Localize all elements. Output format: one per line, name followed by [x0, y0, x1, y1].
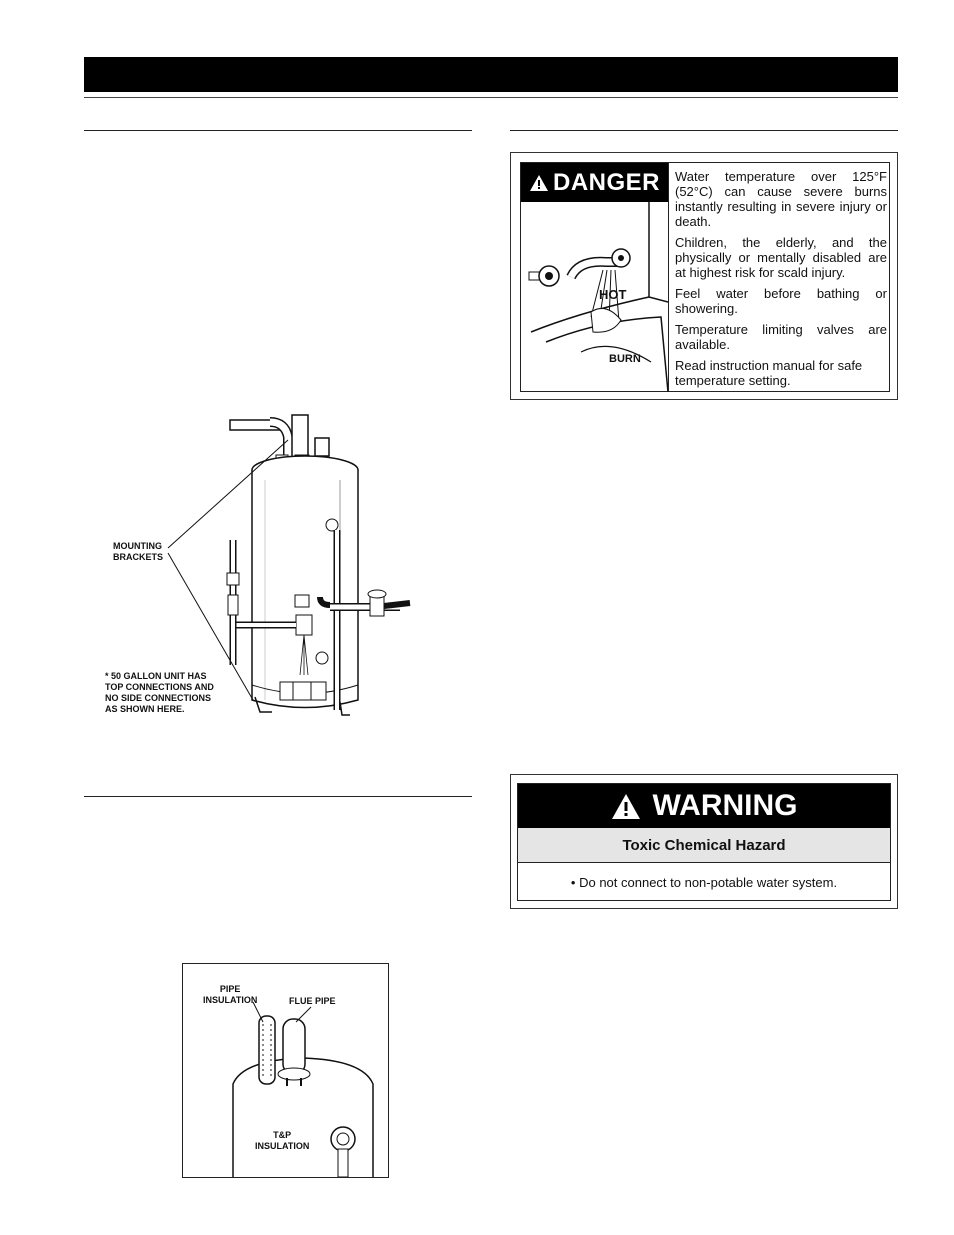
- danger-paragraph-1: Water temperature over 125°F (52°C) can …: [675, 169, 887, 229]
- water-heater-figure: [167, 414, 411, 716]
- insulation-figure: PIPE INSULATION FLUE PIPE T&P INSULATION: [182, 963, 389, 1178]
- warning-label-inner: WARNING Toxic Chemical Hazard • Do not c…: [517, 783, 891, 901]
- pipe-label-line-1: PIPE: [219, 984, 241, 994]
- warning-heading-text: WARNING: [652, 789, 798, 822]
- danger-label: DANGER HOT BURN Water temperature over 1…: [510, 152, 898, 400]
- danger-divider: [668, 163, 669, 391]
- danger-text: Water temperature over 125°F (52°C) can …: [675, 169, 887, 394]
- page-header-bar: [84, 57, 898, 92]
- warning-subheading: Toxic Chemical Hazard: [518, 828, 890, 863]
- tp-label-line-2: INSULATION: [255, 1141, 310, 1151]
- scald-illustration: HOT BURN: [528, 202, 668, 392]
- pipe-insulation-label: PIPE INSULATION: [203, 984, 257, 1006]
- mounting-brackets-label: MOUNTING BRACKETS: [113, 541, 163, 563]
- danger-paragraph-2: Children, the elderly, and the physicall…: [675, 235, 887, 280]
- warning-label: WARNING Toxic Chemical Hazard • Do not c…: [510, 774, 898, 909]
- flue-pipe-label: FLUE PIPE: [289, 996, 336, 1006]
- danger-paragraph-4: Temperature limiting valves are availabl…: [675, 322, 887, 352]
- danger-label-inner: DANGER HOT BURN Water temperature over 1…: [520, 162, 890, 392]
- warning-triangle-icon: [530, 174, 548, 191]
- danger-paragraph-5: Read instruction manual for safe tempera…: [675, 358, 863, 388]
- header-rule: [84, 97, 898, 98]
- burn-text: BURN: [609, 353, 641, 365]
- mounting-label-line-2: BRACKETS: [113, 552, 164, 562]
- danger-heading-text: DANGER: [553, 169, 661, 196]
- tp-insulation-label: T&P INSULATION: [255, 1130, 309, 1152]
- hot-text: HOT: [599, 287, 627, 302]
- section-rule-left-top: [84, 130, 472, 131]
- warning-heading: WARNING: [518, 784, 890, 828]
- note-line-4: AS SHOWN HERE.: [105, 704, 185, 714]
- warning-triangle-icon: [611, 793, 640, 819]
- insulation-illustration: [232, 1001, 374, 1177]
- note-line-1: * 50 GALLON UNIT HAS: [105, 671, 207, 681]
- pipe-label-line-2: INSULATION: [203, 995, 258, 1005]
- mounting-label-line-1: MOUNTING: [113, 541, 162, 551]
- danger-heading: DANGER: [521, 163, 668, 202]
- note-line-3: NO SIDE CONNECTIONS: [105, 693, 212, 703]
- danger-paragraph-3: Feel water before bathing or showering.: [675, 286, 887, 316]
- note-line-2: TOP CONNECTIONS AND: [105, 682, 214, 692]
- tp-label-line-1: T&P: [273, 1130, 292, 1140]
- section-rule-left-mid: [84, 796, 472, 797]
- section-rule-right-top: [510, 130, 898, 131]
- warning-body: • Do not connect to non-potable water sy…: [570, 874, 838, 890]
- gallon-note: * 50 GALLON UNIT HAS TOP CONNECTIONS AND…: [105, 671, 214, 715]
